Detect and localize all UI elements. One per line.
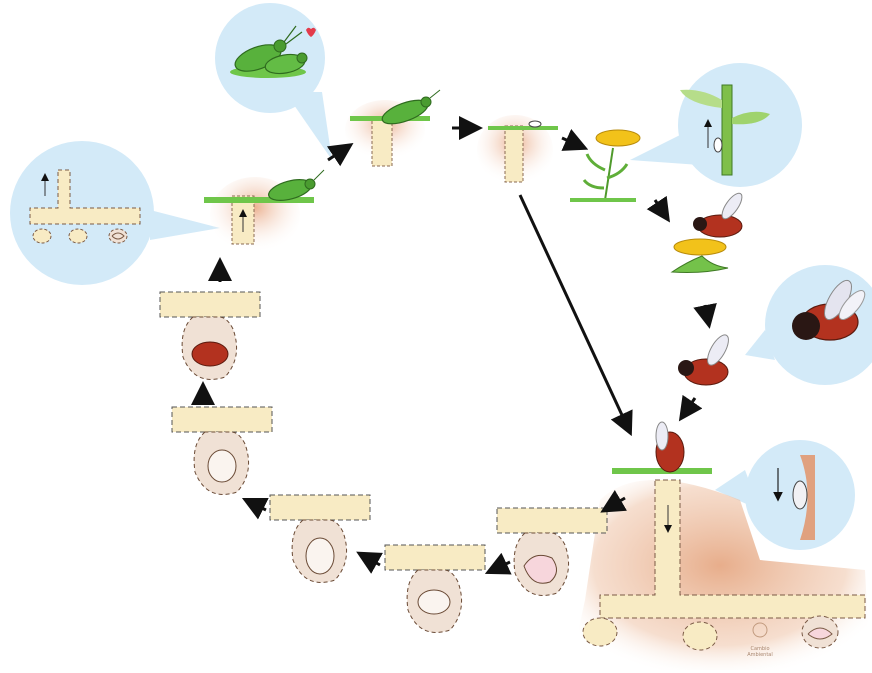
- flower-icon: [570, 130, 640, 202]
- bee-icon: [693, 190, 746, 237]
- pupa-icon: [306, 538, 334, 574]
- bee-icon: [678, 332, 733, 385]
- nest-zoom-bubble: [10, 141, 220, 285]
- bee-zoom-bubble: [745, 265, 872, 385]
- credit-label: Cambio Ambiental: [738, 646, 782, 658]
- credit-line-2: Ambiental: [738, 652, 782, 658]
- mating-zoom-bubble: [215, 3, 332, 160]
- pupa-icon: [208, 450, 236, 482]
- cell-stage: [270, 495, 370, 583]
- arrow-icon: [520, 195, 628, 428]
- pupa-icon: [192, 342, 228, 366]
- flower-icon: [672, 239, 728, 273]
- cell-stage: [385, 545, 485, 633]
- cell-stage: [160, 292, 260, 380]
- larva-icon: [418, 590, 450, 614]
- bee-icon: [656, 422, 684, 472]
- egg-zoom-bubble: [630, 63, 802, 187]
- cell-stage: [172, 407, 272, 495]
